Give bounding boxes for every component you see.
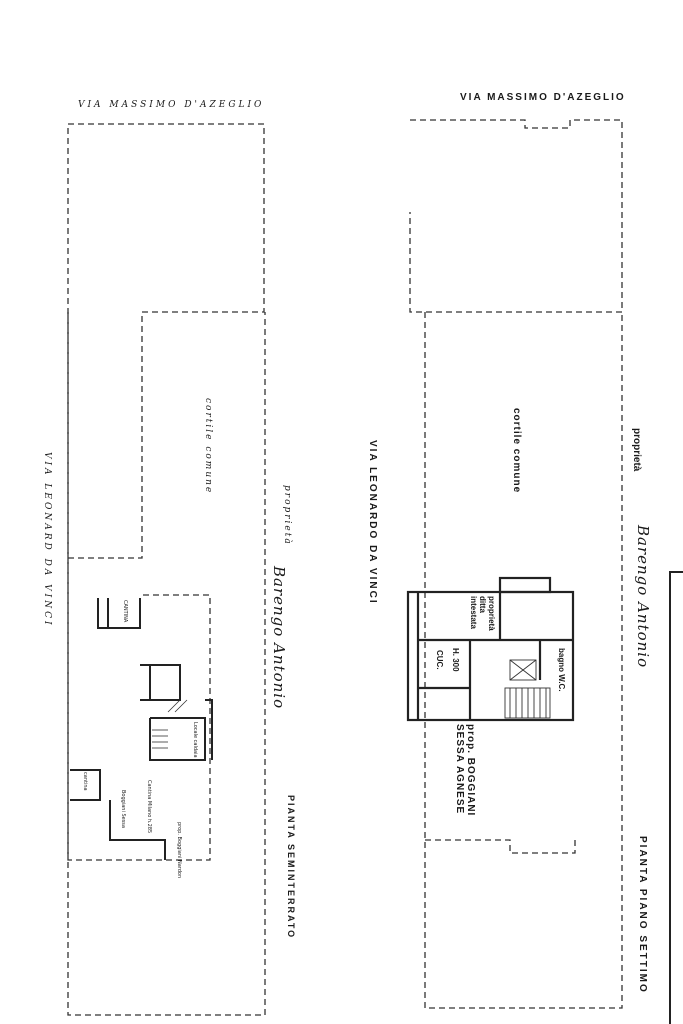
room-label: Cantina Milano h.285 — [146, 780, 152, 834]
neighbor-label: prop. BOGGIANI SESSA AGNESE — [454, 724, 476, 817]
left-courtyard-label: cortile comune — [203, 398, 213, 495]
right-owner-name: Barengo Antonio — [634, 525, 652, 669]
room-label: Locale caldaia — [192, 722, 198, 758]
right-ownership-label: proprietà — [631, 428, 642, 472]
right-plan-title: PIANTA PIANO SETTIMO — [637, 836, 648, 994]
right-lot-outline — [424, 312, 623, 1009]
room-label: Boggiani Sessa — [120, 790, 126, 828]
kitchen-label: CUC. — [435, 650, 444, 670]
right-courtyard-label: cortile comune — [511, 408, 522, 494]
title-block-border — [669, 571, 683, 1024]
right-street-top-label: VIA MASSIMO D'AZEGLIO — [460, 92, 626, 103]
left-street-top-label: VIA MASSIMO D'AZEGLIO — [78, 100, 265, 110]
right-lot-outline-top — [409, 119, 623, 313]
left-building-outline — [67, 558, 211, 861]
bath-label: bagno W.C. — [557, 648, 566, 692]
room-label: CANTINA — [122, 600, 128, 623]
unit-label: proprietà ditta intestata — [469, 596, 496, 631]
room-label: prop. Boggiani Nardon — [176, 822, 182, 879]
left-street-side-label: VIA LEONARD DA VINCI — [42, 452, 52, 628]
height-label: H. 300 — [451, 648, 460, 672]
left-lot-outline — [67, 123, 265, 559]
left-plan-title: PIANTA SEMINTERRATO — [286, 795, 296, 940]
room-label: cantina — [82, 772, 88, 791]
left-ownership-label: proprietà — [282, 485, 292, 546]
right-street-side-label: VIA LEONARDO DA VINCI — [367, 440, 378, 605]
left-owner-name: Barengo Antonio — [270, 566, 288, 710]
